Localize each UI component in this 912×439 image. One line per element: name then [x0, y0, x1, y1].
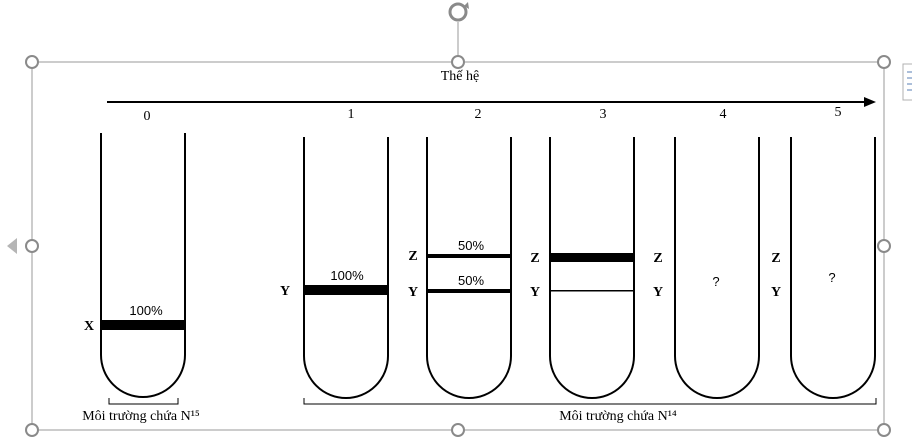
- bracket-n14: [303, 398, 877, 405]
- layout-options-icon[interactable]: [902, 63, 912, 101]
- band-percent: 100%: [129, 303, 163, 318]
- dna-band-z: [550, 253, 634, 262]
- rotate-handle-icon[interactable]: [448, 2, 469, 22]
- band-label-z: Z: [408, 249, 417, 264]
- band-percent: 100%: [330, 268, 364, 283]
- bracket-n15: [108, 398, 179, 405]
- dna-band-y: [304, 285, 388, 295]
- scroll-arrow-icon[interactable]: [7, 238, 17, 254]
- test-tube-2: [426, 137, 512, 399]
- band-percent: 50%: [458, 273, 484, 288]
- generation-1: 1: [348, 107, 355, 122]
- resize-handle-icon[interactable]: [25, 423, 39, 437]
- test-tube-4: [674, 137, 760, 399]
- resize-handle-icon[interactable]: [877, 239, 891, 253]
- dna-band-y: [427, 289, 511, 293]
- resize-handle-icon[interactable]: [25, 55, 39, 69]
- band-label-y: Y: [771, 285, 781, 300]
- generation-0: 0: [144, 109, 151, 124]
- band-label-z: Z: [530, 251, 539, 266]
- generation-3: 3: [600, 107, 607, 122]
- dna-band-z: [427, 254, 511, 258]
- band-label-y: Y: [530, 285, 540, 300]
- generation-4: 4: [720, 107, 727, 122]
- test-tube-3: [549, 137, 635, 399]
- resize-handle-icon[interactable]: [25, 239, 39, 253]
- test-tube-0: [100, 133, 186, 398]
- arrow-head: [864, 97, 876, 107]
- test-tube-5: [790, 137, 876, 399]
- resize-handle-icon[interactable]: [877, 423, 891, 437]
- resize-handle-icon[interactable]: [451, 423, 465, 437]
- band-label-x: X: [84, 319, 94, 334]
- test-tube-1: [303, 137, 389, 399]
- environment-label-n15: Môi trường chứa N¹⁵: [82, 409, 200, 424]
- band-label-y: Y: [408, 285, 418, 300]
- generation-5: 5: [835, 105, 842, 120]
- environment-label-n14: Môi trường chứa N¹⁴: [559, 409, 677, 424]
- band-label-y: Y: [653, 285, 663, 300]
- unknown-mark: ?: [712, 274, 719, 289]
- unknown-mark: ?: [828, 270, 835, 285]
- band-label-z: Z: [771, 251, 780, 266]
- band-label-z: Z: [653, 251, 662, 266]
- band-label-y: Y: [280, 284, 290, 299]
- generation-title: Thế hệ: [441, 69, 479, 84]
- dna-band-y: [550, 290, 634, 292]
- resize-handle-icon[interactable]: [877, 55, 891, 69]
- generation-2: 2: [475, 107, 482, 122]
- resize-handle-icon[interactable]: [451, 55, 465, 69]
- dna-band-x: [101, 320, 185, 330]
- band-percent: 50%: [458, 238, 484, 253]
